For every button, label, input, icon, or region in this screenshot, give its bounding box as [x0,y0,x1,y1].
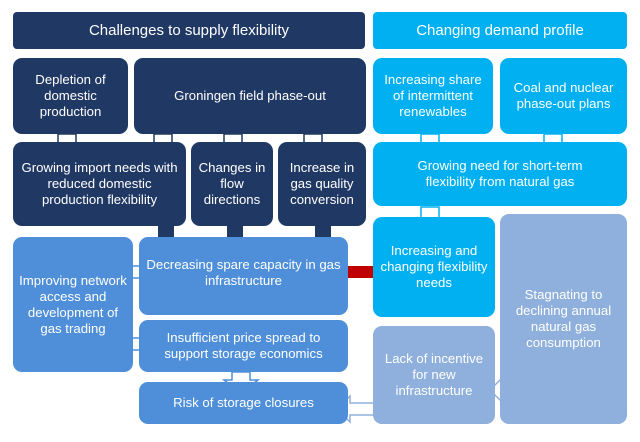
box-lack-incentive: Lack of incentive for new infrastructure [373,326,495,424]
box-network-access: Improving network access and development… [13,237,133,372]
box-spare-capacity-label: Decreasing spare capacity in gas infrast… [146,257,341,288]
box-gas-quality: Increase in gas quality conversion [278,142,366,226]
box-stagnating: Stagnating to declining annual natural g… [500,214,627,424]
box-coal-nuclear: Coal and nuclear phase-out plans [500,58,627,134]
box-renewables-label: Increasing share of intermittent renewab… [384,72,482,119]
box-price-spread: Insufficient price spread to support sto… [139,320,348,372]
box-storage-closures: Risk of storage closures [139,382,348,424]
box-renewables: Increasing share of intermittent renewab… [373,58,493,134]
box-depletion-label: Depletion of domestic production [35,72,106,119]
box-storage-closures-label: Risk of storage closures [173,395,314,410]
box-flexibility-needs: Increasing and changing flexibility need… [373,217,495,317]
box-gas-quality-label: Increase in gas quality conversion [289,160,355,207]
box-flexibility-needs-label: Increasing and changing flexibility need… [380,243,488,290]
header-supply-label: Challenges to supply flexibility [88,21,290,39]
box-import-needs-label: Growing import needs with reduced domest… [21,160,178,207]
box-price-spread-label: Insufficient price spread to support sto… [164,330,323,361]
box-lack-incentive-label: Lack of incentive for new infrastructure [384,351,484,398]
box-spare-capacity: Decreasing spare capacity in gas infrast… [139,237,348,315]
box-network-access-label: Improving network access and development… [19,272,127,336]
box-groningen: Groningen field phase-out [134,58,366,134]
header-demand-label: Changing demand profile [416,21,584,39]
header-supply-challenges: Challenges to supply flexibility [13,12,365,49]
box-import-needs: Growing import needs with reduced domest… [13,142,186,226]
box-coal-nuclear-label: Coal and nuclear phase-out plans [513,80,614,111]
box-flow-directions: Changes in flow directions [191,142,273,226]
double-arrow-capacity-flexibility [324,258,389,286]
box-flow-directions-label: Changes in flow directions [198,160,266,207]
box-short-term-need-label: Growing need for short-term flexibility … [417,158,583,189]
box-stagnating-label: Stagnating to declining annual natural g… [515,287,612,350]
box-depletion: Depletion of domestic production [13,58,128,134]
box-groningen-label: Groningen field phase-out [174,88,326,103]
box-short-term-need: Growing need for short-term flexibility … [373,142,627,206]
header-demand-profile: Changing demand profile [373,12,627,49]
